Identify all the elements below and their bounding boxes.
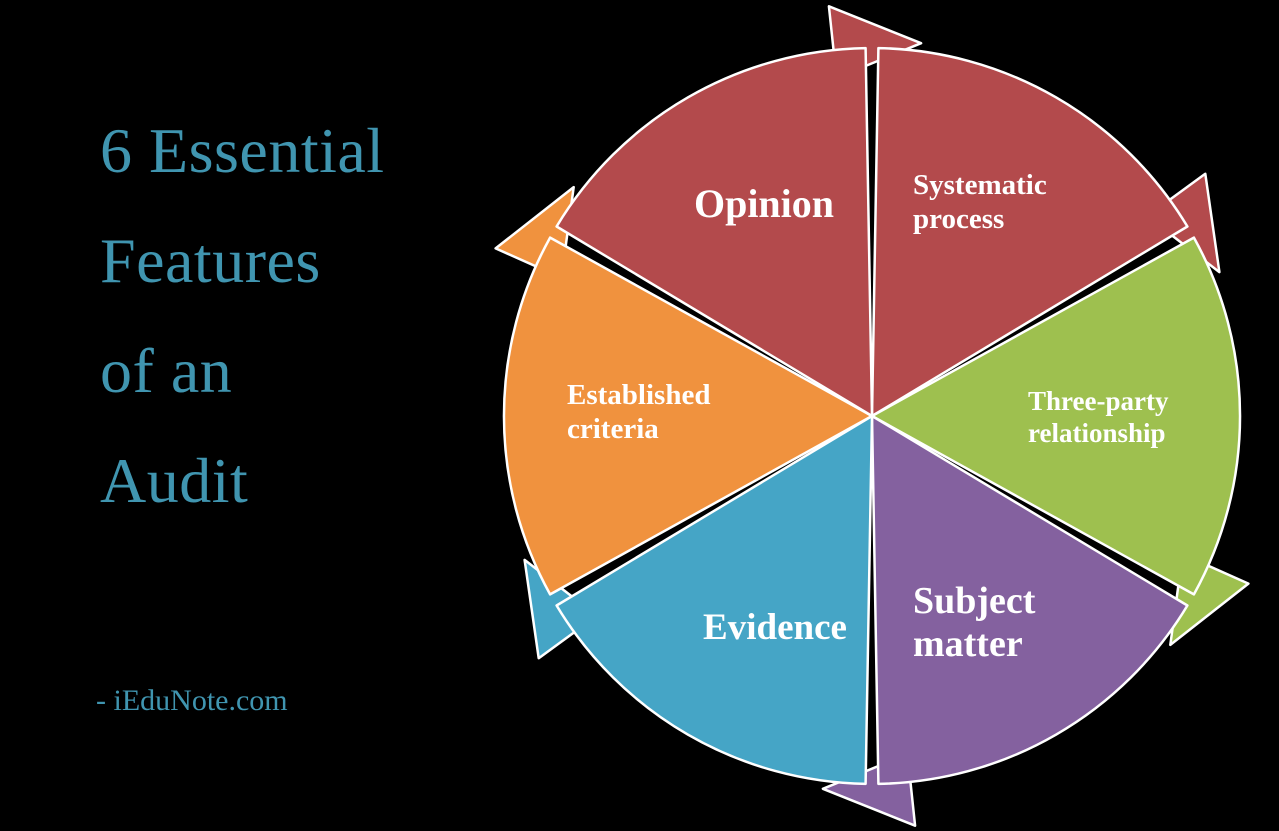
segment-label-evidence: Evidence: [703, 606, 847, 650]
wedge-subject-matter: [870, 414, 1189, 786]
page-title: 6 Essential Features of an Audit: [100, 96, 385, 536]
title-line-4: Audit: [100, 445, 249, 517]
segment-label-established-criteria: Established criteria: [567, 378, 710, 446]
wedge-three-party-relationship: [870, 236, 1242, 596]
segment-label-text: process: [913, 203, 1005, 236]
wedge-evidence: [555, 414, 874, 786]
segment-label-text: Evidence: [703, 607, 847, 648]
attribution-text: - iEduNote.com: [96, 684, 288, 717]
wedge-established-criteria: [502, 236, 874, 596]
segment-label-text: Three-party: [1028, 386, 1169, 416]
title-line-2: Features: [100, 225, 321, 297]
segment-label-opinion: Opinion: [694, 180, 834, 227]
title-line-1: 6 Essential: [100, 115, 385, 186]
segment-label-systematic-process: Systematic process: [913, 168, 1047, 236]
segment-label-text: relationship: [1028, 417, 1166, 448]
wedge-opinion: [555, 46, 874, 418]
segment-label-text: criteria: [567, 413, 659, 446]
title-line-3: of an: [100, 335, 233, 407]
wedge-systematic-process: [870, 46, 1189, 418]
segment-label-three-party-relationship: Three-party relationship: [1028, 386, 1168, 450]
segment-label-text: Opinion: [693, 181, 835, 226]
segment-label-text: Subject: [913, 580, 1036, 622]
segment-label-text: Systematic: [913, 169, 1047, 201]
segment-label-subject-matter: Subject matter: [913, 580, 1035, 665]
segment-label-text: Established: [567, 379, 711, 411]
segment-label-text: matter: [913, 622, 1023, 665]
